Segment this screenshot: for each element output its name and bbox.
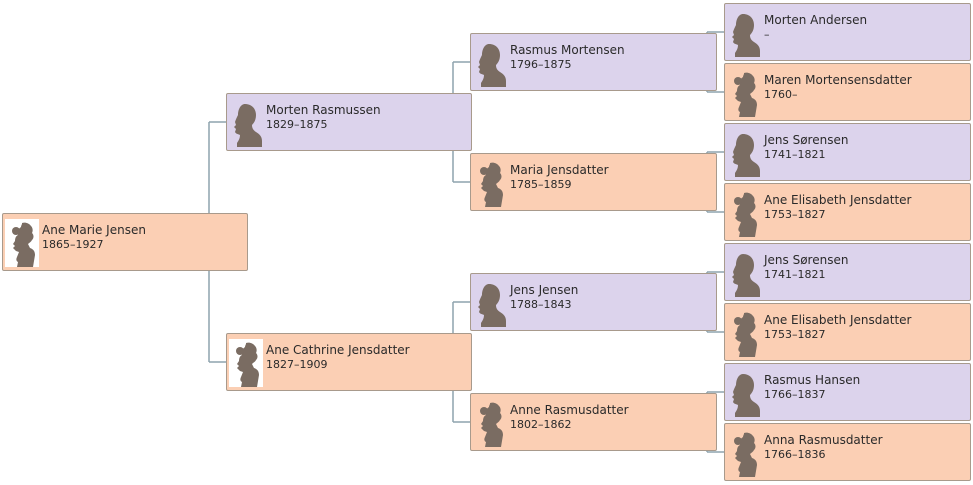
female-silhouette-svg xyxy=(480,162,503,207)
male-silhouette-icon xyxy=(727,249,761,297)
female-silhouette-svg xyxy=(236,342,259,387)
person-dates: 1753–1827 xyxy=(764,328,826,341)
person-dates: 1766–1837 xyxy=(764,388,826,401)
person-name: Anna Rasmusdatter xyxy=(764,433,883,447)
female-silhouette-svg xyxy=(734,432,757,477)
person-name: Maria Jensdatter xyxy=(510,163,609,177)
male-silhouette-svg xyxy=(732,374,760,417)
person-name: Morten Andersen xyxy=(764,13,868,27)
male-silhouette-icon xyxy=(229,99,263,147)
male-silhouette-svg xyxy=(732,134,760,177)
female-silhouette-icon xyxy=(727,69,761,117)
person-dates: 1741–1821 xyxy=(764,148,826,161)
male-silhouette-icon xyxy=(727,369,761,417)
person-card[interactable]: Morten Andersen– xyxy=(724,3,971,61)
female-silhouette-icon xyxy=(727,309,761,357)
person-dates: 1796–1875 xyxy=(510,58,572,71)
female-silhouette-icon xyxy=(473,159,507,207)
person-dates: 1785–1859 xyxy=(510,178,572,191)
female-silhouette-icon xyxy=(727,429,761,477)
person-dates: 1753–1827 xyxy=(764,208,826,221)
person-dates: 1865–1927 xyxy=(42,238,104,251)
person-name: Maren Mortensensdatter xyxy=(764,73,912,87)
person-name: Ane Marie Jensen xyxy=(42,223,146,237)
person-name: Jens Sørensen xyxy=(764,133,849,147)
person-name: Ane Elisabeth Jensdatter xyxy=(764,193,912,207)
female-silhouette-svg xyxy=(734,192,757,237)
person-name: Morten Rasmussen xyxy=(266,103,381,117)
person-dates: 1829–1875 xyxy=(266,118,328,131)
person-dates: – xyxy=(764,28,770,41)
female-silhouette-icon xyxy=(727,189,761,237)
female-silhouette-svg xyxy=(12,222,35,267)
male-silhouette-svg xyxy=(732,14,760,57)
male-silhouette-icon xyxy=(727,9,761,57)
male-silhouette-svg xyxy=(234,104,262,147)
male-silhouette-svg xyxy=(478,284,506,327)
person-dates: 1788–1843 xyxy=(510,298,572,311)
male-silhouette-icon xyxy=(473,279,507,327)
person-dates: 1741–1821 xyxy=(764,268,826,281)
male-silhouette-svg xyxy=(478,44,506,87)
person-name: Rasmus Hansen xyxy=(764,373,861,387)
person-name: Rasmus Mortensen xyxy=(510,43,625,57)
female-silhouette-icon xyxy=(229,339,263,387)
female-silhouette-svg xyxy=(734,72,757,117)
person-name: Anne Rasmusdatter xyxy=(510,403,629,417)
female-silhouette-icon xyxy=(473,399,507,447)
male-silhouette-svg xyxy=(732,254,760,297)
person-name: Ane Cathrine Jensdatter xyxy=(266,343,410,357)
female-silhouette-icon xyxy=(5,219,39,267)
female-silhouette-svg xyxy=(480,402,503,447)
person-name: Ane Elisabeth Jensdatter xyxy=(764,313,912,327)
male-silhouette-icon xyxy=(473,39,507,87)
male-silhouette-icon xyxy=(727,129,761,177)
person-dates: 1827–1909 xyxy=(266,358,328,371)
person-name: Jens Jensen xyxy=(510,283,579,297)
person-name: Jens Sørensen xyxy=(764,253,849,267)
female-silhouette-svg xyxy=(734,312,757,357)
person-dates: 1766–1836 xyxy=(764,448,826,461)
person-dates: 1802–1862 xyxy=(510,418,572,431)
person-dates: 1760– xyxy=(764,88,798,101)
